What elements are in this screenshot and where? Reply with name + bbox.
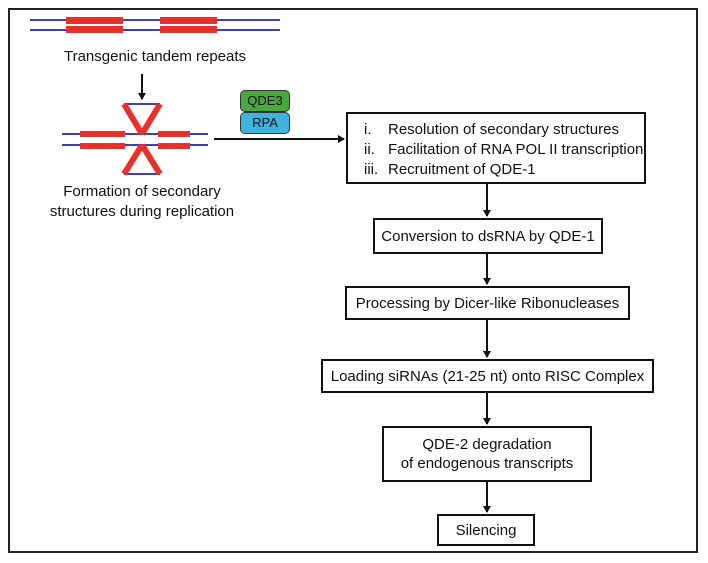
step-item: i. Resolution of secondary structures — [364, 120, 644, 140]
dicer-processing-label: Processing by Dicer-like Ribonucleases — [355, 294, 620, 312]
dsrna-conversion-label: Conversion to dsRNA by QDE-1 — [381, 227, 595, 245]
secondary-structure-dna — [62, 102, 208, 176]
step-number: ii. — [364, 141, 375, 158]
mechanism-steps-box: i. Resolution of secondary structures ii… — [346, 112, 646, 184]
dsrna-conversion-box: Conversion to dsRNA by QDE-1 — [373, 218, 603, 254]
step-text: Resolution of secondary structures — [388, 121, 619, 138]
tandem-repeats-caption: Transgenic tandem repeats — [63, 48, 247, 65]
qde2-line2: of endogenous transcripts — [400, 455, 574, 472]
step-item: iii. Recruitment of QDE-1 — [364, 160, 644, 180]
secondary-caption-line1: Formation of secondary — [63, 183, 221, 200]
secondary-caption-line2: structures during replication — [49, 203, 235, 220]
qde2-line1: QDE-2 degradation — [422, 436, 552, 453]
step-number: i. — [364, 121, 372, 138]
step-text: Facilitation of RNA POL II transcription — [388, 141, 644, 158]
silencing-label: Silencing — [455, 521, 517, 539]
risc-loading-label: Loading siRNAs (21-25 nt) onto RISC Comp… — [330, 367, 645, 385]
step-number: iii. — [364, 161, 379, 178]
step-text: Recruitment of QDE-1 — [388, 161, 536, 178]
risc-loading-box: Loading siRNAs (21-25 nt) onto RISC Comp… — [321, 359, 654, 393]
secondary-structure-caption: Formation of secondary structures during… — [22, 182, 262, 222]
dicer-processing-box: Processing by Dicer-like Ribonucleases — [345, 286, 630, 320]
rpa-protein: RPA — [240, 112, 290, 134]
qde3-protein: QDE3 — [240, 90, 290, 112]
tandem-repeat-dna — [30, 17, 280, 33]
step-item: ii. Facilitation of RNA POL II transcrip… — [364, 140, 644, 160]
qde2-degradation-box: QDE-2 degradation of endogenous transcri… — [382, 426, 592, 482]
silencing-box: Silencing — [437, 514, 535, 546]
